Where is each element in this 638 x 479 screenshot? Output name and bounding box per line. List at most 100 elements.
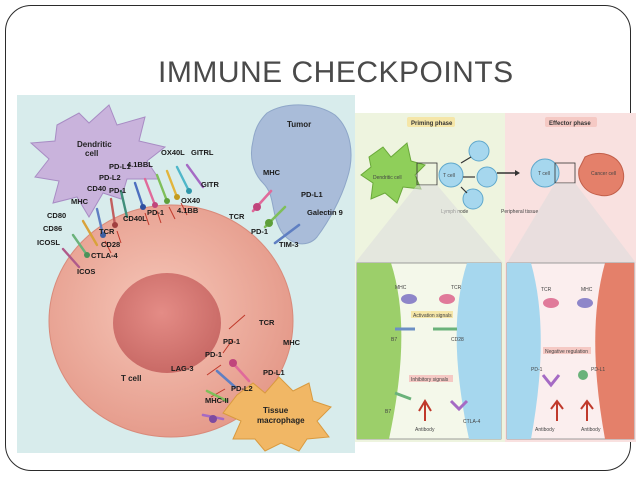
bl-cd28-label: CD28 [451,337,464,343]
label-pdl1-dc: PD-L1 [109,162,131,171]
effector-label: Effector phase [549,121,591,127]
label-pdl2-mac: PD-L2 [231,384,253,393]
effector-tcell-membrane [507,263,541,439]
expansion-arrow-1 [460,156,472,164]
priming-effector-diagram: Priming phase Effector phase Dendritic c… [355,113,636,442]
label-ctla4: CTLA-4 [91,251,118,260]
tcell-label: T cell [121,374,141,383]
label-gitr: GITR [201,180,219,189]
br-pdl1-label: PD-L1 [591,367,605,373]
label-mhc-mac: MHC [283,338,301,347]
label-41bb: 4.1BB [177,206,199,215]
tumor-label: Tumor [287,120,311,129]
label-cd40: CD40 [87,184,106,193]
bl-antibody-label: Antibody [415,427,435,433]
dendritic-label-2: cell [85,149,98,158]
zoom-wedge-left [355,185,503,263]
top-peripheral-label: Peripheral tissue [501,209,538,215]
effector-molecules [541,298,594,421]
priming-molecules [394,294,469,421]
label-pdl1-tumor: PD-L1 [301,190,323,199]
signal-arrows [104,202,246,398]
bl-b7b-label: B7 [385,409,391,415]
label-lag3: LAG-3 [171,364,194,373]
cancer-cell [578,153,625,197]
inhibitory-banner [409,375,453,382]
migration-arrowhead [515,170,520,176]
expansion-arrow-3 [460,186,468,194]
bl-ctla4-label: CTLA-4 [463,419,480,425]
top-tcell-label: T cell [443,173,455,179]
label-pd1-mac-b: PD-1 [205,350,222,359]
bl-activation-label: Activation signals [413,313,452,319]
label-mhcii: MHC-II [205,396,229,405]
top-dendritic-label: Dendritic cell [373,175,402,181]
label-pd1-dc: PD-1 [147,208,164,217]
label-cd28: CD28 [101,240,120,249]
label-cd86: CD86 [43,224,62,233]
br-mhc-label: MHC [581,287,593,293]
label-pd1-tumor: PD-1 [251,227,268,236]
cancer-membrane [595,263,634,439]
macrophage-label-1: Tissue [263,406,289,415]
dc-receptors [61,163,205,269]
t-cell-top-3 [476,166,498,188]
label-tim3: TIM-3 [279,240,299,249]
label-ox40l: OX40L [161,148,185,157]
zoom-wedge-right [507,183,636,263]
effector-header [545,117,597,127]
activation-banner [411,311,453,318]
tumor-receptors [251,189,301,245]
priming-label: Priming phase [411,121,453,127]
label-gitrl: GITRL [191,148,214,157]
left-diagram-svg: Dendritic cell Tumor T cell Tissue macro… [17,95,355,453]
t-cell-top-4 [462,188,484,210]
dendritic-cell [29,104,167,218]
label-mhc-tumor: MHC [263,168,281,177]
macrophage-cell [222,376,332,452]
priming-header [407,117,455,127]
macrophage-label-2: macrophage [257,416,305,425]
t-cell-top-2 [468,140,490,162]
slide-title: IMMUNE CHECKPOINTS [158,56,514,89]
label-ox40: OX40 [181,196,200,205]
negative-banner [543,347,591,354]
dendritic-label-1: Dendritic [77,140,112,149]
label-pd1-mac: PD-1 [223,337,240,346]
label-pdl1-mac: PD-L1 [263,368,285,377]
label-icosl: ICOSL [37,238,60,247]
receptor-heads [84,188,192,258]
right-diagram-svg: Priming phase Effector phase Dendritic c… [355,113,636,442]
label-tcr-mac: TCR [259,318,275,327]
br-antibody1-label: Antibody [535,427,555,433]
br-negative-label: Negative regulation [545,349,588,355]
label-galectin9: Galectin 9 [307,208,343,217]
label-pd1-dc-b: PD-1 [109,186,126,195]
immune-checkpoint-diagram: Dendritic cell Tumor T cell Tissue macro… [17,95,355,453]
tcell-membrane [456,263,501,439]
br-pd1-label: PD-1 [531,367,543,373]
top-cancer-label: Cancer cell [591,171,616,177]
t-cell-effector [530,158,560,188]
tumor-cell [250,104,352,245]
label-icos: ICOS [77,267,95,276]
br-tcr-label: TCR [541,287,552,293]
bl-mhc-label: MHC [395,285,407,291]
bl-tcr-label: TCR [451,285,462,291]
t-cell-nucleus [113,273,221,373]
dc-membrane [357,263,402,439]
top-tcell2-label: T cell [538,171,550,177]
label-cd40l: CD40L [123,214,147,223]
dendritic-cell-small [360,142,426,204]
br-antibody2-label: Antibody [581,427,601,433]
label-41bbl: 4.1BBL [127,160,153,169]
label-tcr-tumor: TCR [229,212,245,221]
t-cell-top-1 [438,162,464,188]
bl-b7-label: B7 [391,337,397,343]
label-tcr-dc: TCR [99,227,115,236]
label-mhc-dc: MHC [71,197,89,206]
macrophage-receptors [201,359,251,423]
label-pdl2-dc: PD-L2 [99,173,121,182]
bl-inhibitory-label: Inhibitory signals [411,377,449,383]
label-cd80: CD80 [47,211,66,220]
